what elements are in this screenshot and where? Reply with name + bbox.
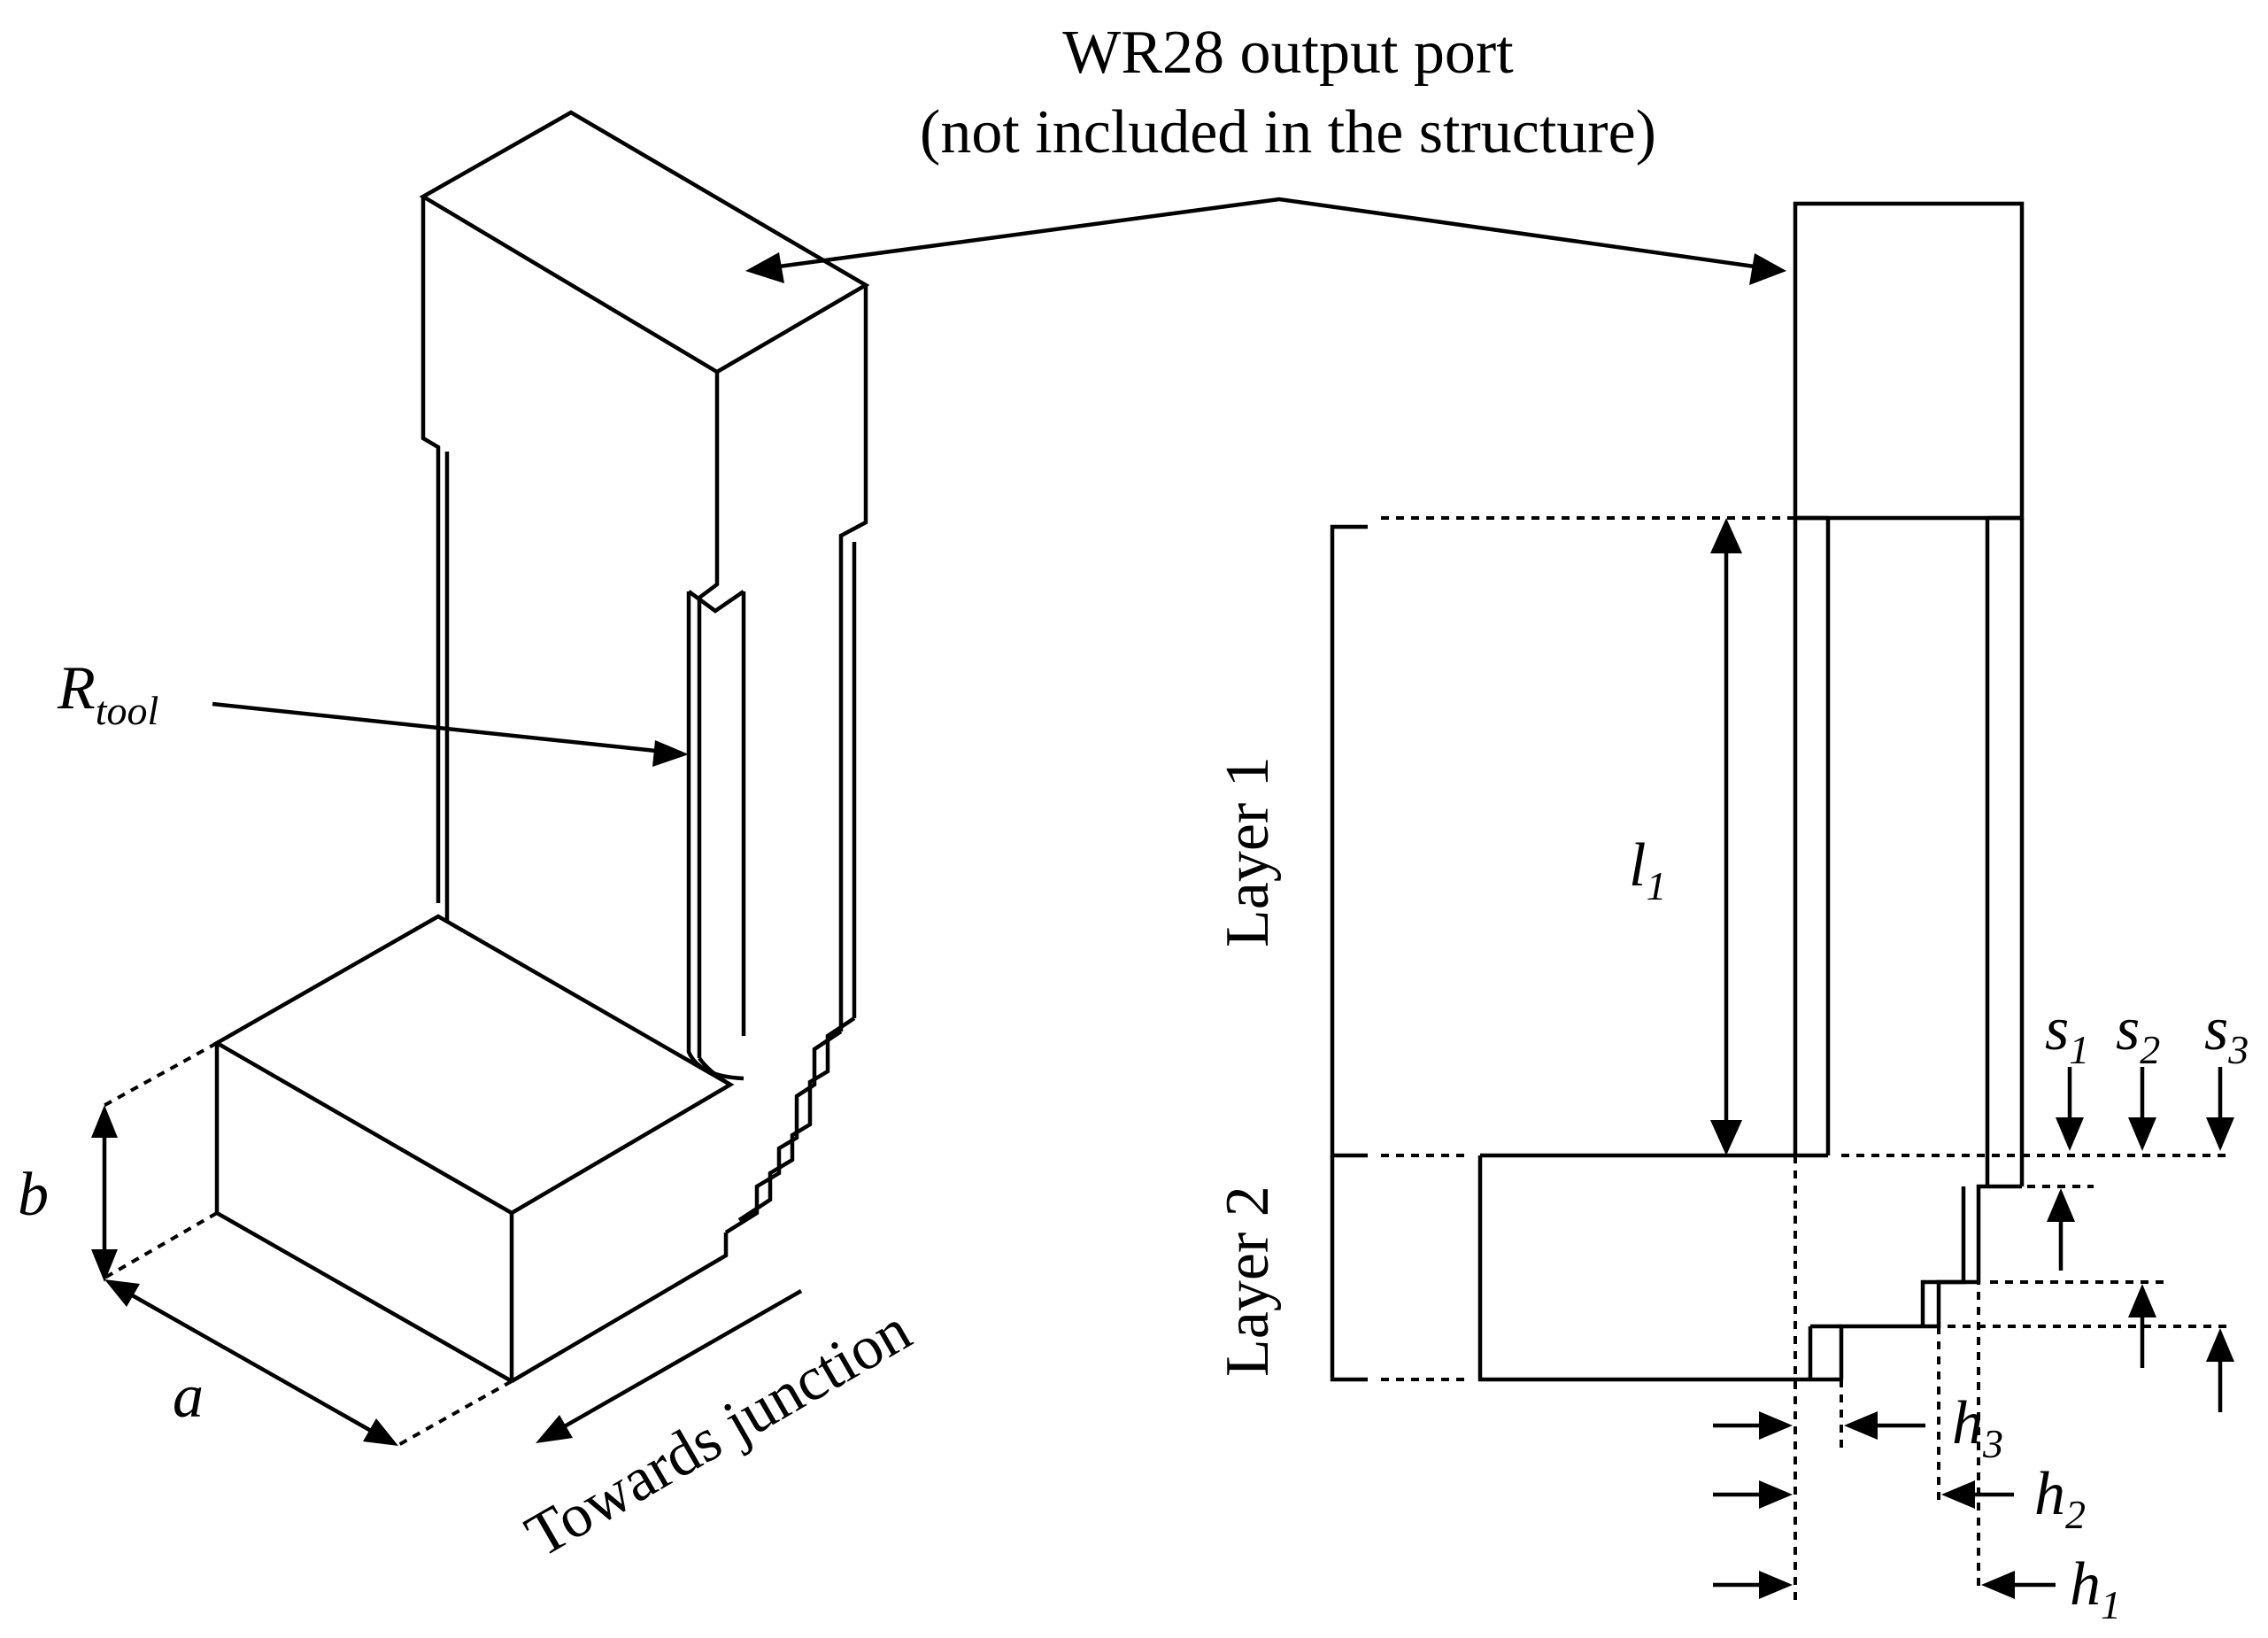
dim-b-ext-top [101,1041,218,1109]
port-top-face [419,110,870,375]
s2-up-arrow-head [2128,1284,2156,1317]
h2-label-sub: 2 [2065,1492,2086,1537]
h1-label-main: h [2070,1550,2101,1619]
dim-a-ext [397,1379,513,1447]
s3-arrow-head [2206,1117,2234,1151]
dim-a-arrow-left [104,1279,140,1307]
s1-label: s1 [2045,995,2089,1072]
rtool-label: Rtool [57,654,158,733]
s2-label-main: s [2116,995,2140,1063]
l1-label-main: l [1629,831,1646,900]
junction-arrow-head [536,1415,573,1443]
junction-arrow-line [549,1289,803,1436]
tool-groove-left [686,591,744,1081]
rtool-label-main: R [57,654,96,722]
h3-arrow-left-head [1759,1411,1793,1440]
l1-arrow-top [1710,518,1742,553]
h2-label-main: h [2034,1460,2065,1528]
isometric-view: b a Towards junction Rtool [18,110,922,1571]
port-rect [1793,201,2025,521]
s1-label-sub: 1 [2069,1027,2089,1072]
tool-groove-top [687,590,745,614]
dim-b-label: b [18,1161,49,1229]
layer2-left-bottom [1477,1155,1841,1382]
s3-label-sub: 3 [2227,1027,2249,1072]
layer1-label: Layer 1 [1214,756,1282,947]
lower-block-top [212,914,735,1216]
port-pointer [745,197,1786,285]
s2-label-sub: 2 [2140,1027,2160,1072]
dim-a-arrow-right [363,1418,398,1446]
port-left-edge [420,197,441,903]
h1-label-sub: 1 [2101,1582,2121,1627]
step-right-inner-edge [737,1016,856,1222]
dim-b-arrow-top [91,1105,118,1138]
h2-arrow-left-head [1759,1480,1793,1509]
step-inner [1920,1186,1966,1326]
s3-label: s3 [2204,995,2249,1072]
s3-label-main: s [2204,995,2228,1063]
port-front-edge [697,372,720,1058]
s1-label-main: s [2045,995,2069,1063]
l1-label-sub: 1 [1646,863,1666,908]
h2-label: h2 [2034,1460,2086,1537]
h1-arrow-left-head [1759,1571,1793,1599]
l1-arrow-bottom [1710,1120,1742,1155]
rtool-pointer-head [652,740,689,767]
layer2-label: Layer 2 [1214,1186,1282,1377]
dim-a-line [113,1284,387,1441]
h2-arrow-right-head [1941,1480,1975,1509]
s2-arrow-head [2128,1117,2156,1151]
s1-up-arrow-head [2047,1188,2075,1222]
h1-arrow-right-head [1981,1571,2015,1599]
layer1-bracket [1330,524,1368,1158]
step-right-edge [724,1030,843,1234]
lower-block-bottom-edge [215,1211,513,1383]
port-title-line1: WR28 output port [1062,19,1514,87]
cross-section-view: Layer 1 Layer 2 l1 s1 s2 s3 [1214,201,2249,1627]
rtool-label-sub: tool [96,688,159,733]
h3-label-main: h [1952,1389,1983,1457]
s1-arrow-head [2056,1117,2084,1151]
h1-label: h1 [2070,1550,2121,1627]
dim-a-label: a [173,1363,204,1431]
h3-arrow-right-head [1844,1411,1878,1440]
port-title-line2: (not included in the structure) [920,98,1656,166]
dim-b-ext-bottom [101,1211,218,1281]
groove-bottom-curve [698,1056,732,1086]
lower-block-right-bottom [510,1232,729,1383]
rtool-pointer-line [212,701,674,755]
dim-b-arrow-bottom [91,1249,118,1282]
h3-label-sub: 3 [1982,1421,2003,1466]
port-right-edge [838,285,868,1031]
layer2-bracket [1330,1155,1368,1382]
s2-label: s2 [2116,995,2160,1072]
h3-label: h3 [1952,1389,2003,1466]
s3-up-arrow-head [2206,1328,2234,1362]
l1-label: l1 [1629,831,1666,908]
